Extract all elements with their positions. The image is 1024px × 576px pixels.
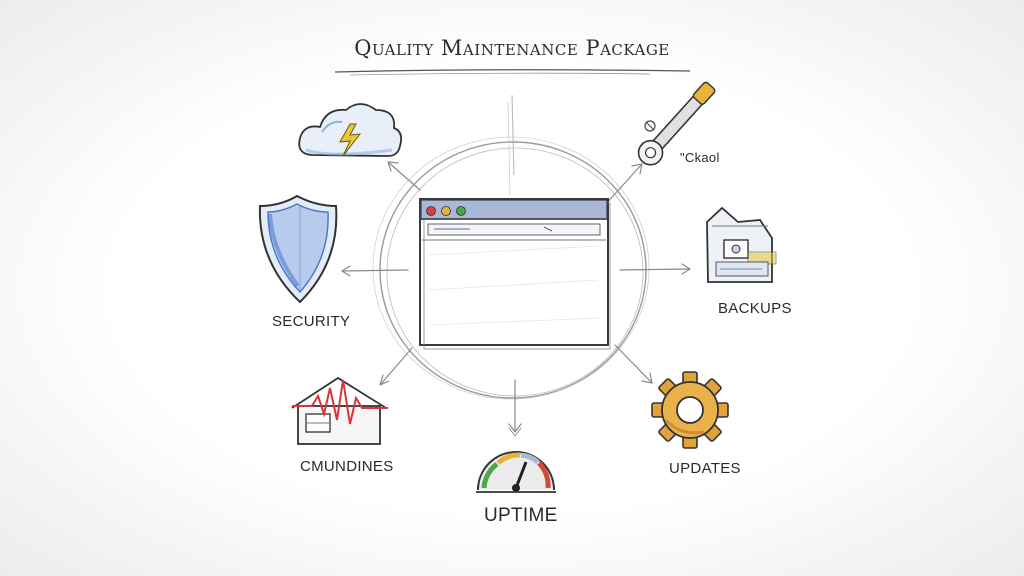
arrow-to-updates <box>614 344 653 384</box>
window-maximize-dot <box>456 206 466 216</box>
window-minimize-dot <box>441 206 451 216</box>
browser-window-icon <box>419 198 611 350</box>
arrow-to-monitoring <box>379 347 413 386</box>
house-pulse-icon <box>291 376 388 445</box>
uptime-label: UPTIME <box>484 505 558 526</box>
cloud-lightning-icon <box>298 103 403 157</box>
updates-label: UPDATES <box>669 460 741 477</box>
tools-label: "Ckaol <box>680 150 720 165</box>
title-underline <box>334 69 691 73</box>
arrow-to-security <box>341 265 409 277</box>
arrow-to-cloud <box>387 161 421 191</box>
security-label: SECURITY <box>272 313 351 330</box>
wrench-icon <box>637 81 716 166</box>
arrow-to-tools <box>604 163 643 206</box>
shield-icon <box>258 194 338 304</box>
connectors <box>341 161 691 437</box>
backups-label: BACKUPS <box>718 300 792 317</box>
gear-icon <box>651 371 729 449</box>
arrow-to-backups <box>619 263 691 275</box>
diagram-title: Quality Maintenance Package <box>354 36 670 60</box>
speedometer-icon <box>476 451 556 493</box>
address-bar <box>427 223 601 236</box>
monitoring-label: CMUNDINES <box>300 458 394 475</box>
arrow-to-uptime <box>508 379 522 437</box>
document-box-icon <box>706 206 777 283</box>
window-close-dot <box>426 206 436 216</box>
